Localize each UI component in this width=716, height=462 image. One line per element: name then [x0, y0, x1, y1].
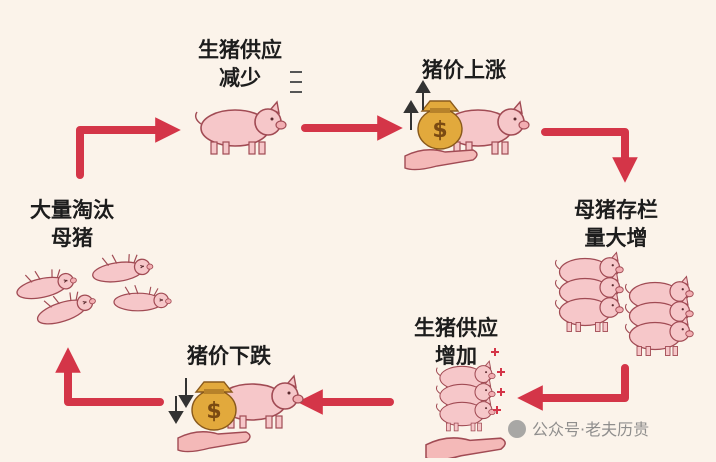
stage-supply-up-line2: 增加 — [435, 344, 477, 368]
stage-price-up-label: 猪价上涨 — [416, 56, 512, 84]
money-bag-icon — [191, 381, 237, 431]
stage-price-down-line1: 猪价下跌 — [187, 344, 271, 368]
stage-price-up-line1: 猪价上涨 — [422, 58, 506, 82]
arrow-price-down-to-cull — [55, 347, 164, 406]
lines-icon — [290, 71, 302, 93]
stage-sows-increase-line2: 量大增 — [584, 226, 648, 250]
arrow-cull-to-supply-down — [76, 117, 181, 179]
pig-culled-sows-icon — [12, 248, 172, 330]
pig-group-sows-icon — [554, 251, 694, 357]
stage-supply-up-line1: 生猪供应 — [414, 316, 498, 340]
plus-icon — [491, 348, 505, 414]
hand-icon — [425, 437, 506, 461]
stage-price-down-label: 猪价下跌 — [181, 342, 277, 370]
money-bag-icon — [417, 100, 463, 150]
pig-supply-down-icon — [194, 101, 287, 155]
arrow-price-up-to-sows-increase — [541, 128, 638, 183]
watermark: 公众号·老夫历贵 — [508, 416, 649, 440]
stage-sows-cull-label: 大量淘汰 母猪 — [22, 196, 122, 252]
pig-stack-supply-up-icon — [435, 360, 496, 432]
hand-icon — [404, 149, 478, 171]
wechat-icon — [508, 420, 526, 438]
cycle-arrows — [55, 115, 638, 415]
stage-supply-down-line1: 生猪供应 — [198, 38, 282, 62]
stage-sows-cull-line2: 母猪 — [51, 226, 93, 250]
stage-sows-increase-label: 母猪存栏 量大增 — [566, 196, 666, 252]
up-arrow-icon — [403, 80, 431, 130]
stage-supply-down-label: 生猪供应 减少 — [192, 36, 288, 92]
stage-supply-down-line2: 减少 — [219, 66, 261, 90]
arrow-sows-increase-to-supply-up — [517, 364, 629, 411]
hand-icon — [177, 431, 251, 453]
stage-sows-increase-line1: 母猪存栏 — [574, 198, 658, 222]
stage-supply-up-label: 生猪供应 增加 — [408, 314, 504, 370]
watermark-text: 公众号·老夫历贵 — [532, 420, 650, 439]
stage-sows-cull-line1: 大量淘汰 — [30, 198, 114, 222]
down-arrow-icon — [168, 378, 194, 424]
